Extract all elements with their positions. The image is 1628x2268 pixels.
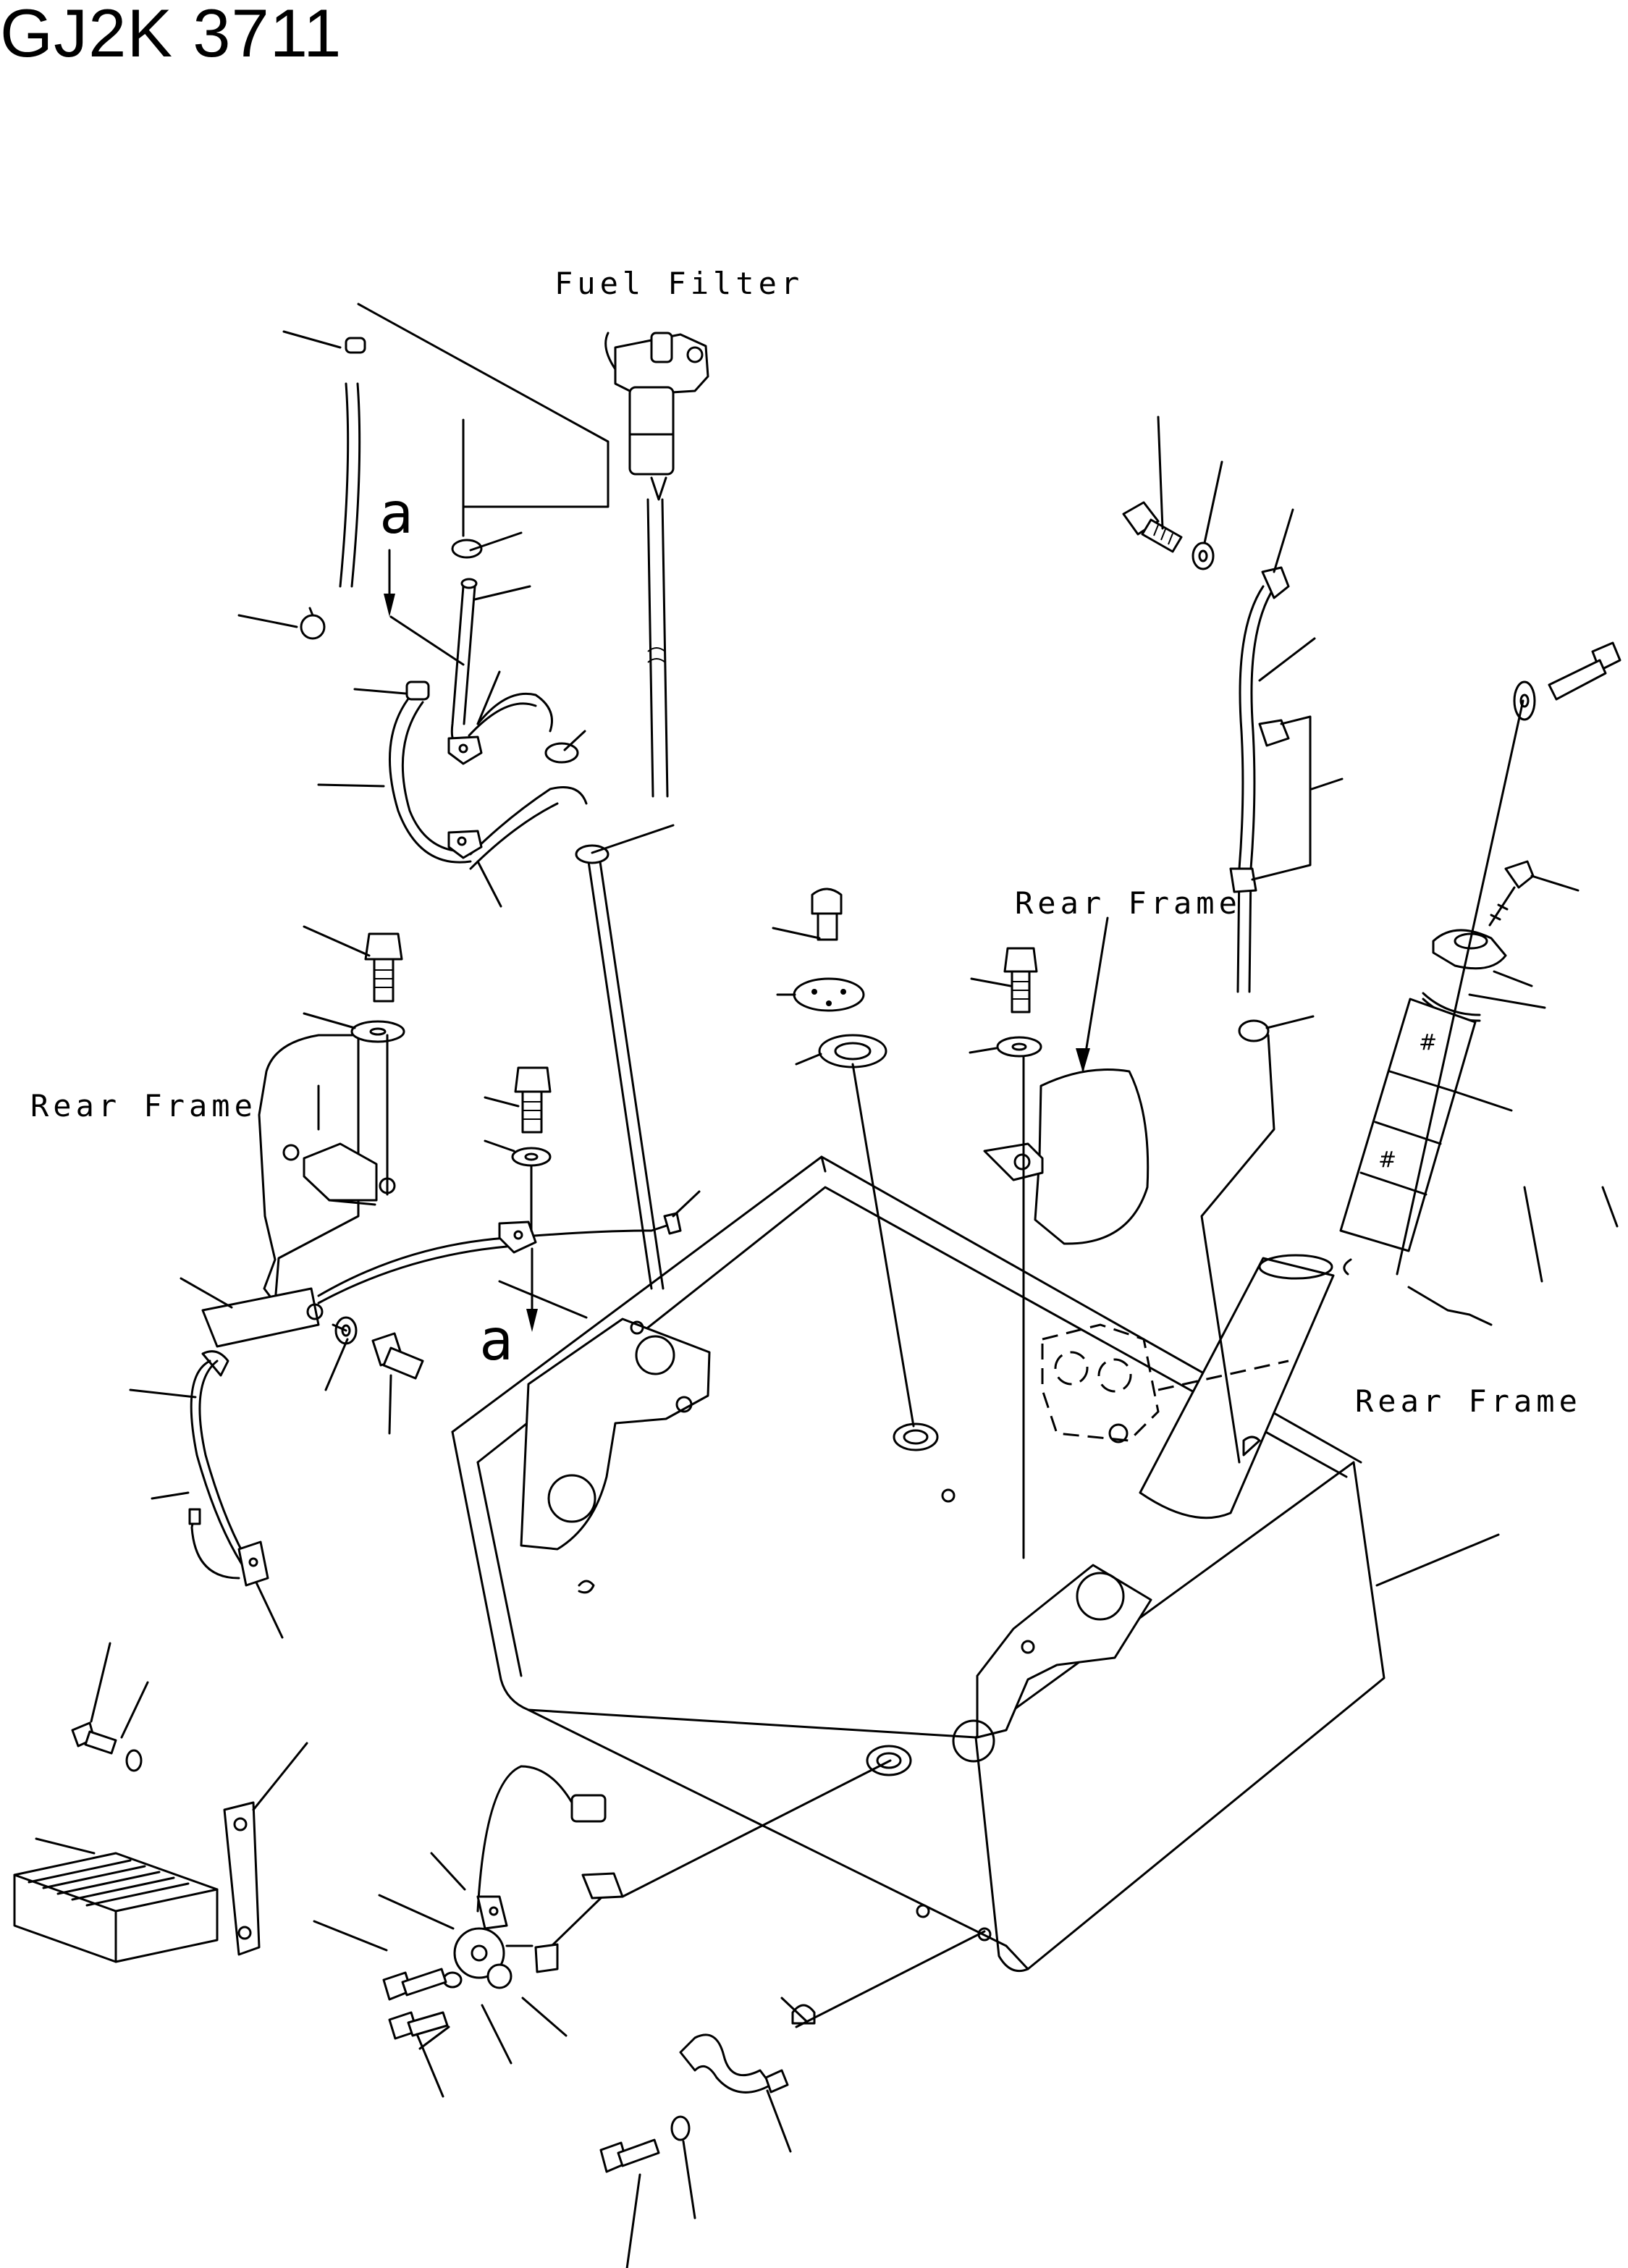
view-mark-bottom: a	[479, 1308, 513, 1373]
rear-frame-left	[258, 1034, 396, 1304]
fuel-level-sender	[382, 1759, 892, 2040]
rear-frame-right	[1041, 1323, 1289, 1443]
wiring-harness-left	[188, 1212, 682, 1587]
diagram-title: GJ2K 3711	[0, 0, 342, 71]
fuel-cap-filler-assembly: # #	[1229, 566, 1535, 1276]
leader-lines	[35, 330, 1619, 2268]
bottom-strap-clamp	[599, 1930, 986, 2173]
view-mark-top: a	[379, 481, 413, 547]
svg-text:#: #	[1378, 1147, 1396, 1173]
bolts-washers	[334, 501, 1621, 1380]
label-rear-frame-top: Rear Frame	[1015, 885, 1241, 921]
step-assembly	[13, 1721, 261, 1963]
rear-frame-top	[983, 1068, 1150, 1245]
svg-text:#: #	[1419, 1030, 1437, 1055]
label-fuel-filter: Fuel Filter	[554, 266, 804, 301]
label-rear-frame-left: Rear Frame	[30, 1088, 257, 1124]
fuel-tank	[451, 1155, 1386, 1973]
fuel-filter-assembly	[604, 332, 709, 798]
fuel-hoses-left	[300, 303, 665, 1290]
label-rear-frame-right: Rear Frame	[1355, 1383, 1582, 1419]
